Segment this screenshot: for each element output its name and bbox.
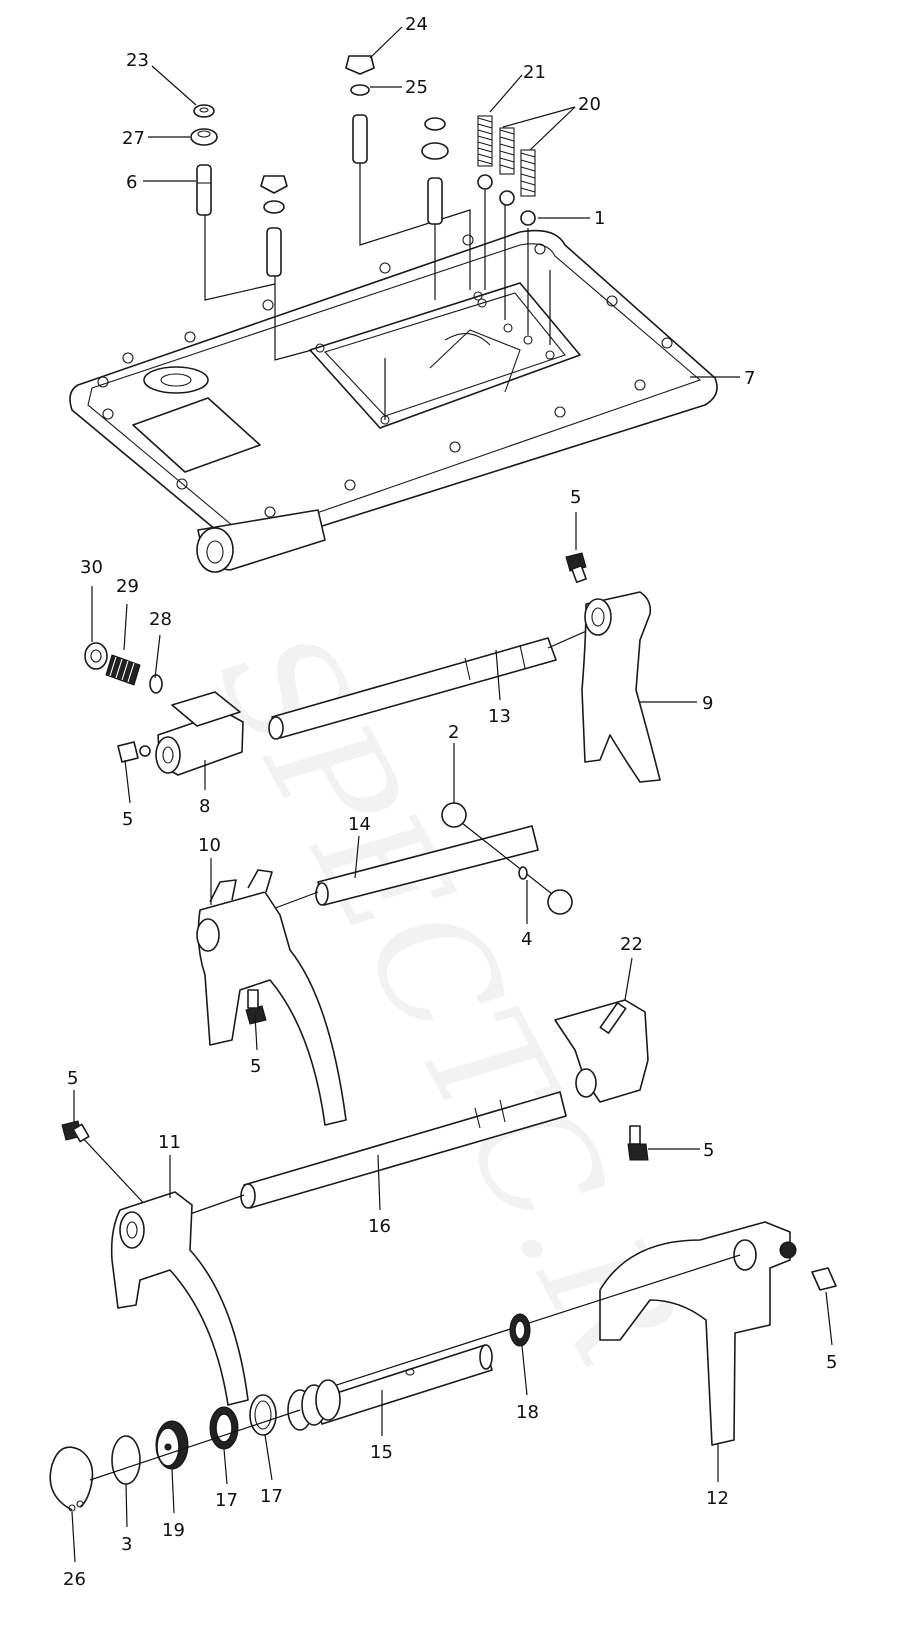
callout-4: 4 bbox=[521, 929, 532, 950]
part-stud-mid bbox=[260, 175, 288, 277]
part-washer-23 bbox=[193, 104, 215, 118]
callout-5-left-low: 5 bbox=[67, 1068, 78, 1089]
guide-bolt-11 bbox=[79, 1134, 151, 1211]
callout-7: 7 bbox=[744, 368, 755, 389]
part-spring-21 bbox=[477, 115, 493, 190]
callout-24: 24 bbox=[405, 14, 428, 35]
callout-2: 2 bbox=[448, 722, 459, 743]
callout-leaders bbox=[71, 26, 833, 1563]
callout-5-right: 5 bbox=[826, 1352, 837, 1373]
part-bolt-5-left bbox=[117, 741, 151, 763]
callout-11: 11 bbox=[158, 1132, 181, 1153]
callout-23: 23 bbox=[126, 50, 149, 71]
part-shaft-15 bbox=[314, 1344, 493, 1425]
part-shaft-14 bbox=[315, 825, 539, 906]
callout-28: 28 bbox=[149, 609, 172, 630]
part-cap-19 bbox=[155, 1420, 189, 1470]
part-nut-27 bbox=[190, 128, 218, 146]
part-cover-plate bbox=[69, 229, 718, 573]
callout-3: 3 bbox=[121, 1534, 132, 1555]
part-block-8 bbox=[155, 691, 244, 776]
callout-5-mid: 5 bbox=[250, 1056, 261, 1077]
callout-1: 1 bbox=[594, 208, 605, 229]
part-bolt-5-left-low bbox=[61, 1120, 90, 1143]
callout-27: 27 bbox=[122, 128, 145, 149]
callout-26: 26 bbox=[63, 1569, 86, 1590]
callout-5-top: 5 bbox=[570, 487, 581, 508]
callout-21: 21 bbox=[523, 62, 546, 83]
part-stud-6 bbox=[196, 164, 212, 216]
callout-10: 10 bbox=[198, 835, 221, 856]
callout-12: 12 bbox=[706, 1488, 729, 1509]
part-nut-24 bbox=[345, 55, 375, 75]
part-stud-right bbox=[421, 117, 449, 225]
callout-9: 9 bbox=[702, 693, 713, 714]
callout-29: 29 bbox=[116, 576, 139, 597]
part-ball-1 bbox=[520, 210, 536, 226]
part-bolt-5-right bbox=[811, 1267, 837, 1291]
part-fork-12 bbox=[599, 1221, 797, 1446]
part-shaft-13 bbox=[268, 637, 557, 740]
callout-30: 30 bbox=[80, 557, 103, 578]
part-spring-29 bbox=[105, 654, 141, 686]
part-fork-11 bbox=[110, 1191, 249, 1406]
callout-25: 25 bbox=[405, 77, 428, 98]
part-cap-30 bbox=[84, 642, 108, 670]
part-bolt-5-mid bbox=[245, 989, 267, 1025]
part-springs-20 bbox=[499, 127, 536, 206]
guide-16-11 bbox=[189, 1194, 245, 1215]
callout-17-b: 17 bbox=[260, 1486, 283, 1507]
part-stud-25 bbox=[350, 84, 370, 164]
callout-14: 14 bbox=[348, 814, 371, 835]
callout-8: 8 bbox=[199, 796, 210, 817]
callout-18: 18 bbox=[516, 1402, 539, 1423]
callout-22: 22 bbox=[620, 934, 643, 955]
callout-20: 20 bbox=[578, 94, 601, 115]
callout-16: 16 bbox=[368, 1216, 391, 1237]
callout-6: 6 bbox=[126, 172, 137, 193]
guide-14-10 bbox=[269, 891, 319, 911]
callout-5-plate: 5 bbox=[703, 1140, 714, 1161]
callout-5-left: 5 bbox=[122, 809, 133, 830]
part-bolt-5-top bbox=[565, 552, 587, 584]
part-balls-2-4 bbox=[441, 802, 573, 915]
callout-17-a: 17 bbox=[215, 1490, 238, 1511]
part-seal-18 bbox=[509, 1313, 531, 1347]
assembly-guide-lines bbox=[204, 158, 551, 420]
guide-bottom bbox=[89, 1409, 301, 1481]
part-plate-22 bbox=[554, 999, 649, 1103]
callout-labels: 23 27 6 24 25 21 20 1 7 5 9 13 30 29 28 … bbox=[63, 14, 837, 1590]
part-circlip-26 bbox=[49, 1446, 94, 1512]
part-piston-sleeve bbox=[287, 1379, 341, 1431]
part-shaft-16 bbox=[240, 1091, 567, 1209]
callout-19: 19 bbox=[162, 1520, 185, 1541]
part-bolt-5-plate bbox=[627, 1125, 649, 1161]
callout-13: 13 bbox=[488, 706, 511, 727]
part-fork-10 bbox=[196, 869, 347, 1126]
callout-15: 15 bbox=[370, 1442, 393, 1463]
part-pin-28 bbox=[149, 674, 163, 694]
part-fork-9 bbox=[581, 591, 661, 783]
part-ring-3 bbox=[111, 1435, 141, 1485]
